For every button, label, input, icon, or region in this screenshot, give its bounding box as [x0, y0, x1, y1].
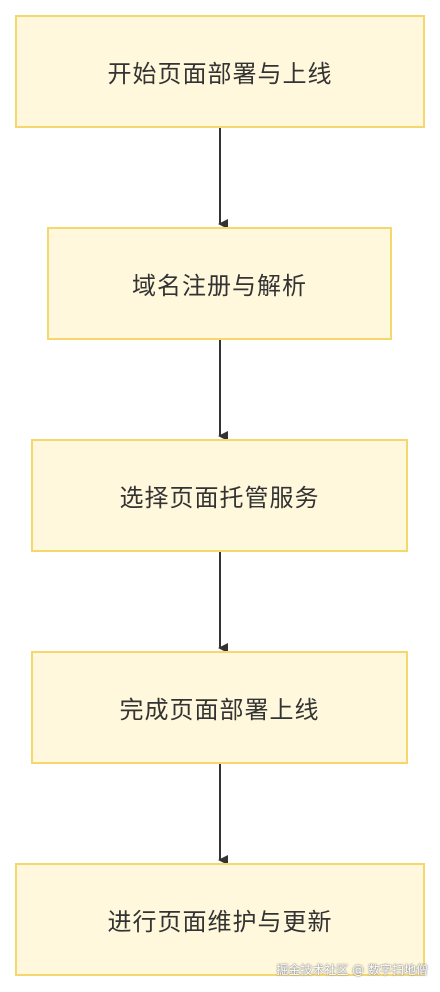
node-maintenance-update: 进行页面维护与更新 [15, 863, 425, 976]
watermark: 掘金技术社区 @ 数字扫地僧 [276, 963, 428, 977]
node-label: 进行页面维护与更新 [107, 908, 333, 936]
node-label: 完成页面部署上线 [119, 696, 320, 724]
node-complete-deployment: 完成页面部署上线 [31, 651, 408, 764]
node-select-hosting: 选择页面托管服务 [31, 439, 408, 552]
node-label: 域名注册与解析 [132, 272, 307, 300]
node-label: 选择页面托管服务 [119, 484, 320, 512]
node-label: 开始页面部署与上线 [107, 60, 333, 88]
node-start-deployment: 开始页面部署与上线 [15, 15, 425, 128]
node-domain-registration: 域名注册与解析 [47, 227, 392, 340]
